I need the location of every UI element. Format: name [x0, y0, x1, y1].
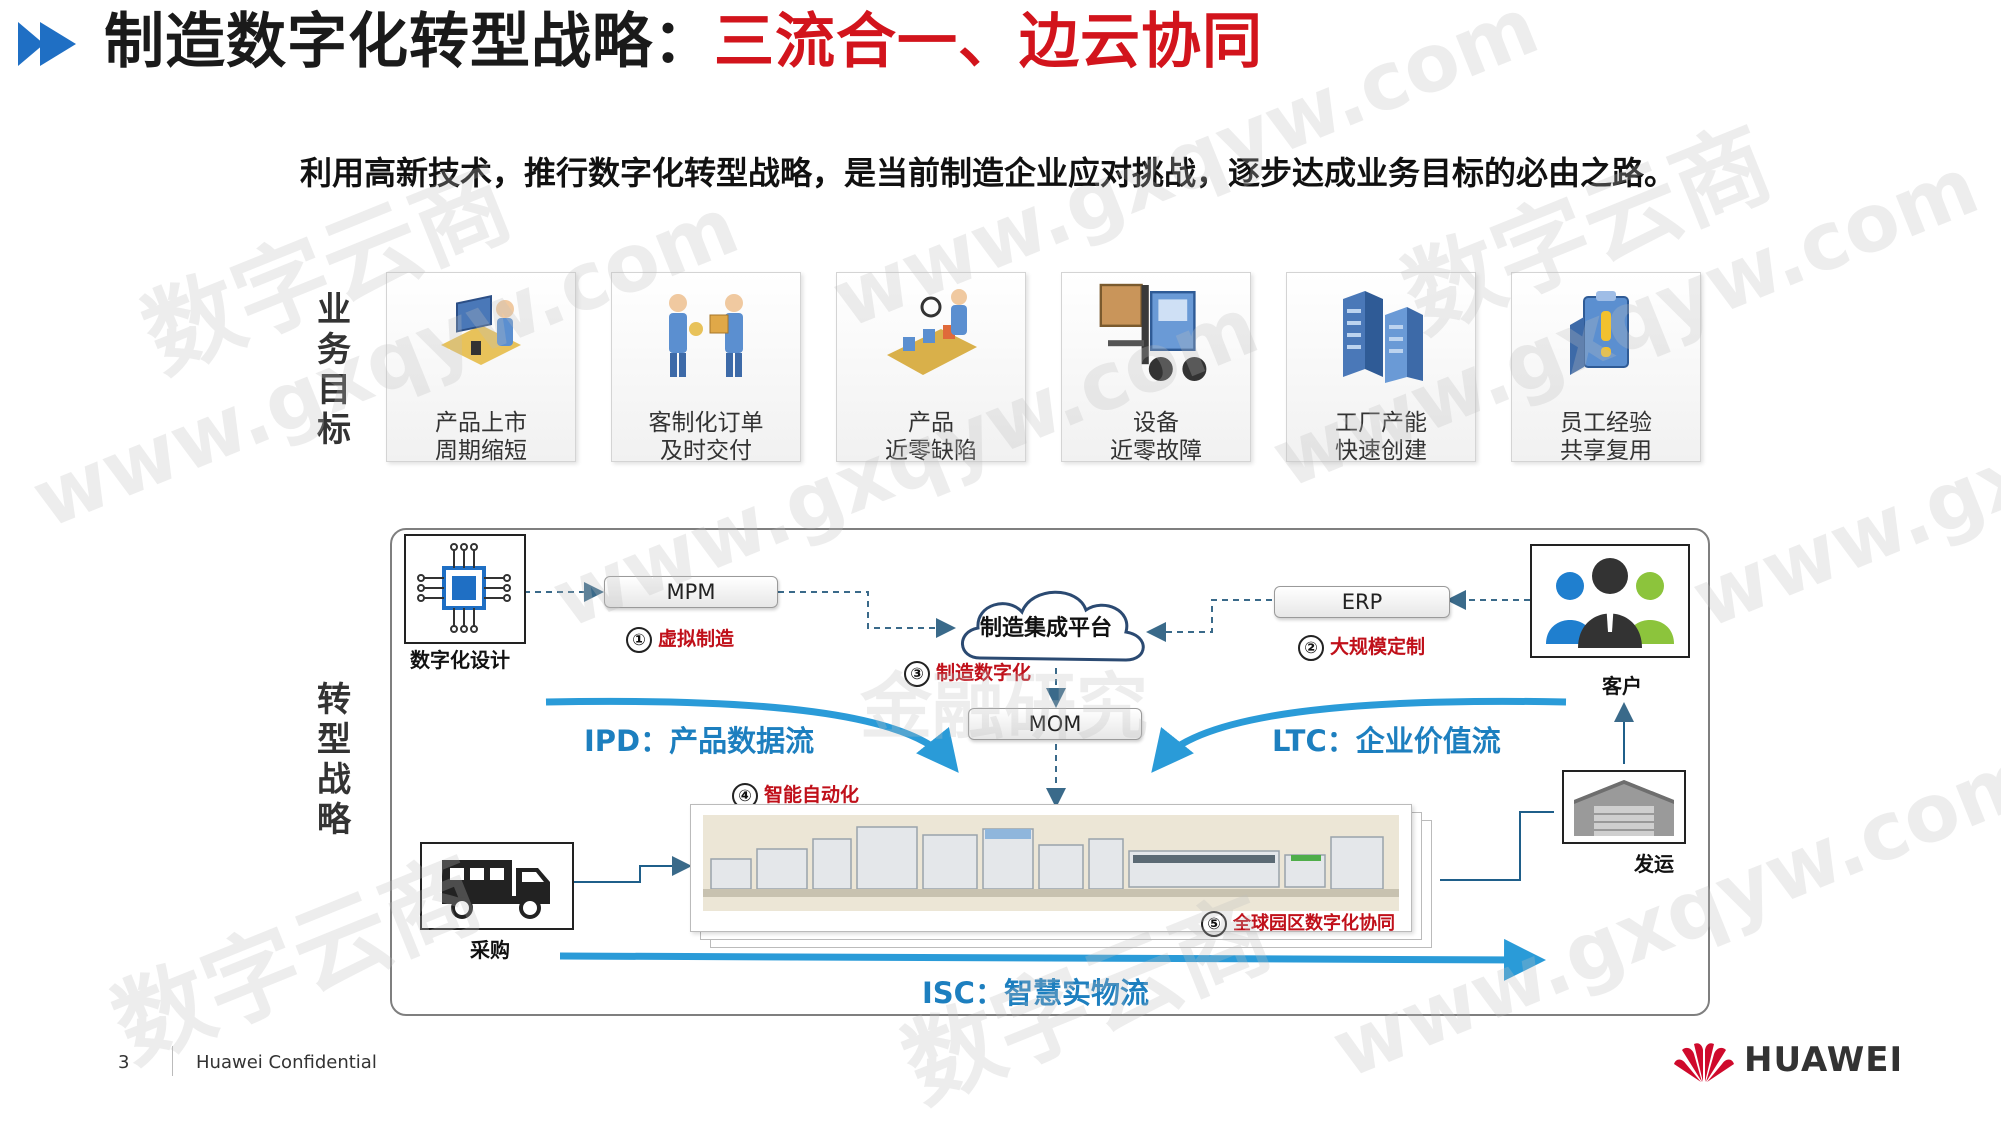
platform-label: 制造集成平台 — [980, 616, 1113, 641]
factory-panel: ⑤ 全球园区数字化协同 — [690, 804, 1412, 937]
goal-card-zero-defect: 产品 近零缺陷 — [836, 272, 1026, 464]
goal-line-2: 及时交付 — [660, 438, 752, 464]
strategy-side-label: 转 型 战 略 — [314, 680, 354, 840]
server-rack-icon — [1343, 291, 1423, 383]
note-manufacturing-digitalization: ③ 制造数字化 — [904, 658, 1031, 687]
goal-line-1: 员工经验 — [1560, 410, 1652, 436]
note-global-campus: ⑤ 全球园区数字化协同 — [1201, 909, 1395, 937]
strategy-side-char: 转 — [317, 680, 351, 720]
note-text: 大规模定制 — [1330, 636, 1426, 658]
goal-line-1: 产品上市 — [435, 410, 527, 436]
procurement-label: 采购 — [470, 938, 510, 962]
page-subtitle: 利用高新技术，推行数字化转型战略，是当前制造企业应对挑战，逐步达成业务目标的必由… — [300, 154, 1677, 192]
digital-design-box — [404, 534, 526, 644]
warehouse-icon — [1574, 780, 1674, 836]
goal-line-2: 快速创建 — [1335, 438, 1427, 464]
goals-side-char: 标 — [317, 410, 351, 450]
erp-box: ERP — [1274, 586, 1450, 618]
cloud-icon — [961, 590, 1145, 662]
goal-line-2: 近零故障 — [1110, 438, 1202, 464]
note-text: 全球园区数字化协同 — [1233, 913, 1395, 934]
goal-card-zero-failure: 设备 近零故障 — [1061, 272, 1251, 464]
note-text: 制造数字化 — [936, 662, 1032, 684]
huawei-logo-text: HUAWEI — [1744, 1040, 1904, 1080]
goal-line-2: 共享复用 — [1560, 438, 1652, 464]
goal-line-1: 产品 — [908, 410, 954, 436]
note-number: ② — [1298, 635, 1324, 661]
goal-line-2: 周期缩短 — [435, 438, 527, 464]
shipping-box — [1562, 770, 1686, 844]
goals-side-label: 业 务 目 标 — [314, 290, 354, 450]
title-arrow-icon — [18, 22, 76, 66]
page-title: 制造数字化转型战略：三流合一、边云协同 — [104, 6, 1263, 78]
title-part-1: 制造数字化转型战略： — [104, 7, 714, 77]
confidential-label: Huawei Confidential — [196, 1052, 377, 1073]
shipping-label: 发运 — [1634, 852, 1674, 876]
goal-card-experience: 员工经验 共享复用 — [1511, 272, 1701, 464]
goals-side-char: 务 — [317, 330, 351, 370]
digital-design-label: 数字化设计 — [410, 648, 510, 672]
goal-line-1: 客制化订单 — [648, 410, 764, 436]
truck-icon — [442, 860, 550, 919]
goals-side-char: 目 — [317, 370, 351, 410]
strategy-side-char: 型 — [317, 720, 351, 760]
ipd-flow-label: IPD：产品数据流 — [584, 724, 815, 758]
goals-side-char: 业 — [317, 290, 351, 330]
chip-icon — [417, 543, 511, 633]
goal-card-capacity: 工厂产能 快速创建 — [1286, 272, 1476, 464]
strategy-side-char: 战 — [317, 760, 351, 800]
production-line-icon — [703, 815, 1399, 911]
goal-line-2: 近零缺陷 — [885, 438, 977, 464]
mpm-box: MPM — [604, 576, 778, 608]
note-number: ⑤ — [1201, 911, 1227, 937]
note-number: ③ — [904, 661, 930, 687]
goal-line-1: 工厂产能 — [1335, 410, 1427, 436]
goal-line-1: 设备 — [1133, 410, 1179, 436]
note-text: 智能自动化 — [764, 784, 860, 806]
goal-card-time-to-market: 产品上市 周期缩短 — [386, 272, 576, 464]
inspection-line-icon — [887, 289, 977, 375]
order-exchange-icon — [669, 294, 743, 377]
people-icon — [1546, 558, 1674, 648]
forklift-icon — [1099, 283, 1207, 381]
knowledge-document-icon — [1570, 291, 1629, 375]
design-workstation-icon — [441, 295, 521, 365]
customer-label: 客户 — [1602, 674, 1642, 698]
customer-box — [1530, 544, 1690, 658]
footer-divider — [172, 1046, 173, 1076]
ltc-flow-label: LTC：企业价值流 — [1272, 724, 1501, 758]
huawei-logo-icon — [1674, 1043, 1734, 1082]
goal-card-custom-order: 客制化订单 及时交付 — [611, 272, 801, 464]
note-number: ① — [626, 627, 652, 653]
title-part-2: 三流合一、边云协同 — [714, 7, 1263, 77]
note-mass-customization: ② 大规模定制 — [1298, 632, 1425, 661]
strategy-side-char: 略 — [317, 800, 351, 840]
procurement-box — [420, 842, 574, 930]
note-virtual-manufacturing: ① 虚拟制造 — [626, 624, 734, 653]
page-number: 3 — [118, 1052, 130, 1073]
note-text: 虚拟制造 — [658, 628, 735, 650]
isc-flow-label: ISC：智慧实物流 — [922, 976, 1149, 1010]
mom-box: MOM — [968, 708, 1142, 740]
